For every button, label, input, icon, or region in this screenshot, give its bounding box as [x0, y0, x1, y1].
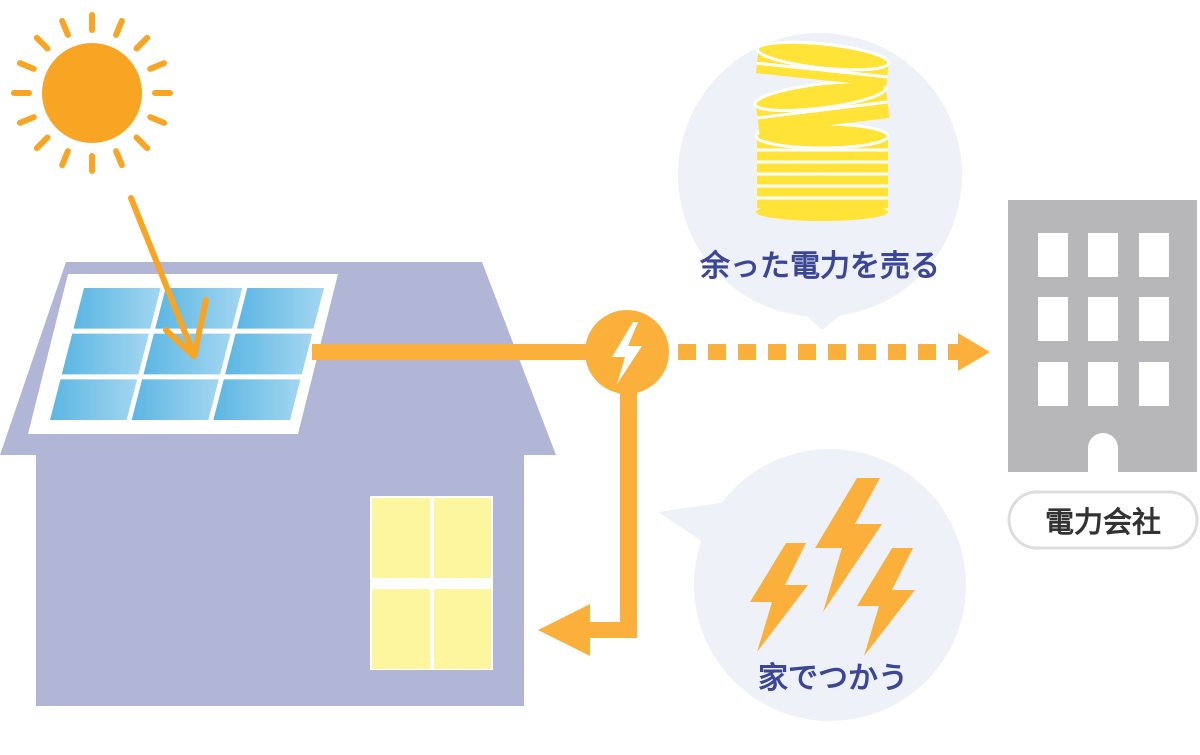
house: [0, 262, 556, 706]
sun-icon: [11, 12, 173, 174]
power-company-label: 電力会社: [1045, 505, 1161, 539]
sun-ray: [33, 34, 51, 52]
power-flow: [312, 333, 990, 656]
building-window: [1088, 297, 1118, 341]
building-window: [1088, 362, 1118, 406]
sunlight-arrow: [128, 195, 209, 359]
solar-panel: [28, 274, 338, 434]
solar-cell: [131, 379, 219, 420]
dash-segment: [738, 344, 756, 360]
building-window: [1139, 362, 1169, 406]
dash-segment: [678, 344, 696, 360]
building-window: [1139, 297, 1169, 341]
sell-arrowhead: [958, 333, 990, 371]
sun-ray: [59, 148, 71, 169]
coin-stack-icon: [753, 40, 891, 221]
sun-ray: [113, 17, 125, 38]
sun-ray: [16, 114, 37, 126]
panel-to-meter-line: [312, 344, 596, 360]
coin: [755, 40, 891, 72]
sell-dashed-line: [678, 344, 966, 360]
office-building-icon: [1008, 200, 1197, 472]
solar-cell: [225, 333, 313, 375]
dash-segment: [798, 344, 816, 360]
coin: [753, 80, 888, 112]
sun-ray: [113, 148, 125, 169]
lightning-bolt-large-icon: [815, 478, 882, 612]
sun-ray: [33, 134, 51, 152]
building-window: [1088, 233, 1118, 277]
dash-segment: [768, 344, 786, 360]
lightning-bolt-right-icon: [857, 548, 915, 656]
building-window: [1038, 297, 1068, 341]
sun-ray: [133, 134, 151, 152]
dash-segment: [858, 344, 876, 360]
coin-edge: [756, 61, 888, 79]
dash-segment: [708, 344, 726, 360]
coin: [756, 203, 888, 221]
sell-surplus-label: 余った電力を売る: [699, 249, 940, 284]
sun-ray: [133, 34, 151, 52]
building-window: [1038, 362, 1068, 406]
solar-cell: [213, 379, 301, 420]
coin-edge: [757, 100, 888, 120]
dash-segment: [888, 344, 906, 360]
use-at-home-bubble: [658, 449, 966, 721]
solar-cell: [50, 379, 138, 420]
solar-cell: [73, 288, 161, 329]
house-feed-arrowhead: [538, 604, 590, 656]
meter-lightning-icon: [585, 310, 669, 394]
solar-cell: [61, 333, 149, 375]
building-window: [1038, 233, 1068, 277]
sun-ray: [147, 114, 168, 126]
power-company-badge: 電力会社: [1007, 490, 1199, 550]
house-window: [370, 496, 493, 670]
solar-cell: [143, 333, 231, 375]
meter-to-house-line: [620, 392, 637, 638]
sun-ray: [147, 60, 168, 72]
sun-ray: [16, 60, 37, 72]
building-window: [1139, 233, 1169, 277]
sun-ray: [59, 17, 71, 38]
dash-segment: [918, 344, 936, 360]
lightning-bolt-icon: [750, 478, 915, 656]
solar-cell: [236, 288, 324, 329]
use-at-home-label: 家でつかう: [758, 661, 908, 696]
lightning-bolt-left-icon: [750, 543, 808, 652]
dash-segment: [828, 344, 846, 360]
